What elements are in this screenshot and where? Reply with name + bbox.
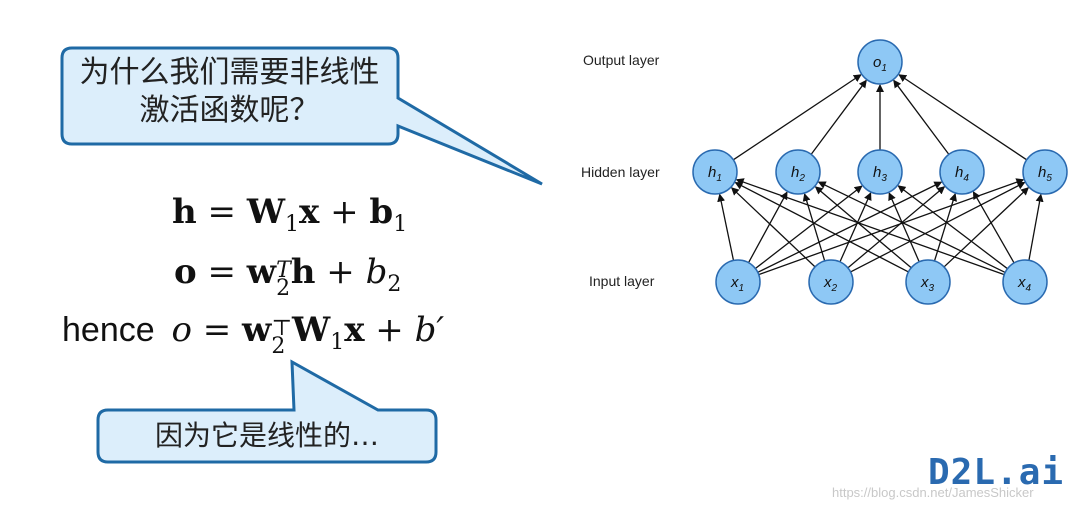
input-node-x3: x3 — [905, 259, 951, 305]
eq3-weight-1: W — [292, 310, 331, 350]
hidden-node-label-sub: 4 — [963, 173, 969, 184]
output-node-circle — [857, 39, 903, 85]
eq2-bias-sub: 2 — [387, 272, 402, 297]
eq2-hidden: h — [290, 252, 316, 292]
eq2-weight: w — [246, 252, 277, 292]
eq1-lhs: h — [172, 192, 197, 232]
hidden-node-h4: h4 — [939, 149, 985, 195]
hidden-node-circle — [692, 149, 738, 195]
eq2-bias: b — [365, 252, 388, 292]
eq1-input: x — [299, 192, 320, 232]
edge-x4-h3 — [897, 185, 1008, 270]
output-layer-label: Output layer — [583, 52, 660, 68]
hidden-node-h2: h2 — [775, 149, 821, 195]
edge-h5-o1 — [898, 74, 1028, 161]
eq1-weight-sub: 1 — [285, 212, 300, 237]
input-node-label-sub: 3 — [929, 283, 935, 294]
eq2-weight-sub: 2 — [276, 276, 291, 301]
hidden-node-label-sub: 2 — [798, 173, 805, 184]
d2l-logo: D2L.ai — [928, 452, 1065, 493]
edge-h2-o1 — [810, 79, 867, 155]
input-node-circle — [1002, 259, 1048, 305]
edge-x2-h4 — [847, 186, 946, 269]
eq3-input: x — [344, 310, 365, 350]
hidden-node-circle — [857, 149, 903, 195]
input-layer-label: Input layer — [589, 273, 655, 289]
equation-hidden: h = W1x + b1 — [172, 192, 408, 237]
eq1-bias-sub: 1 — [393, 212, 408, 237]
network-nodes: o1 h1 h2 h3 h4 h5 x1 x2 x3 x4 — [692, 39, 1068, 305]
input-node-x2: x2 — [808, 259, 854, 305]
answer-callout-text: 因为它是线性的… — [154, 419, 379, 452]
hidden-node-circle — [775, 149, 821, 195]
answer-callout-bubble — [96, 359, 438, 464]
input-node-x1: x1 — [715, 259, 761, 305]
edge-x1-h1 — [717, 193, 735, 261]
hidden-node-label-sub: 3 — [881, 173, 887, 184]
edge-x3-h2 — [814, 186, 912, 269]
input-node-label-sub: 1 — [739, 283, 745, 294]
question-callout-bubble — [60, 46, 543, 186]
watermark-text: https://blog.csdn.net/JamesShicker — [832, 485, 1034, 500]
input-node-label-sub: 4 — [1026, 283, 1032, 294]
edge-x4-h5 — [1028, 193, 1044, 261]
eq1-bias: b — [369, 192, 394, 232]
eq1-weight: W — [246, 192, 286, 232]
eq3-prefix: hence — [62, 311, 155, 349]
hidden-layer-label: Hidden layer — [581, 164, 660, 180]
network-edges — [717, 74, 1044, 276]
input-node-circle — [905, 259, 951, 305]
input-node-circle — [715, 259, 761, 305]
edge-x3-h3 — [888, 192, 920, 263]
question-line-2: 激活函数呢？ — [139, 93, 320, 128]
edge-x4-h2 — [817, 181, 1006, 273]
eq2-weight-sup: T — [276, 258, 291, 283]
input-node-circle — [808, 259, 854, 305]
eq3-weight-1-sub: 1 — [330, 330, 345, 355]
hidden-node-circle — [1022, 149, 1068, 195]
eq3-weight-2-sup: ⊤ — [271, 316, 293, 341]
edge-h4-o1 — [893, 79, 950, 155]
eq3-weight-2: w — [242, 310, 272, 350]
edge-x2-h5 — [850, 181, 1026, 273]
hidden-node-label-sub: 5 — [1046, 173, 1052, 184]
edge-x2-h1 — [730, 187, 816, 268]
question-callout-text: 为什么我们需要非线性 激活函数呢？ — [62, 54, 397, 130]
hidden-node-h5: h5 — [1022, 149, 1068, 195]
edge-x1-h3 — [754, 185, 863, 270]
input-node-label-sub: 2 — [831, 283, 838, 294]
edge-h1-o1 — [732, 74, 862, 161]
hidden-node-circle — [939, 149, 985, 195]
hidden-node-h1: h1 — [692, 149, 738, 195]
eq3-bias: b′ — [414, 310, 445, 350]
eq3-lhs: o — [171, 310, 192, 350]
edge-x2-h3 — [839, 192, 872, 263]
eq3-weight-2-sub: 2 — [271, 334, 286, 359]
output-node-label-sub: 1 — [881, 63, 887, 74]
edge-x3-h4 — [933, 193, 957, 262]
edge-x4-h4 — [972, 191, 1015, 264]
edge-x3-h1 — [734, 181, 909, 273]
edge-x4-h1 — [735, 178, 1005, 276]
input-node-x4: x4 — [1002, 259, 1048, 305]
hidden-node-h3: h3 — [857, 149, 903, 195]
question-line-1: 为什么我们需要非线性 — [79, 55, 380, 90]
eq2-lhs: o — [174, 252, 197, 292]
edge-x3-h5 — [943, 187, 1029, 268]
edge-x1-h4 — [757, 181, 943, 273]
edge-x1-h2 — [747, 191, 788, 263]
hidden-node-label-sub: 1 — [716, 173, 722, 184]
output-node-o1: o1 — [857, 39, 903, 85]
